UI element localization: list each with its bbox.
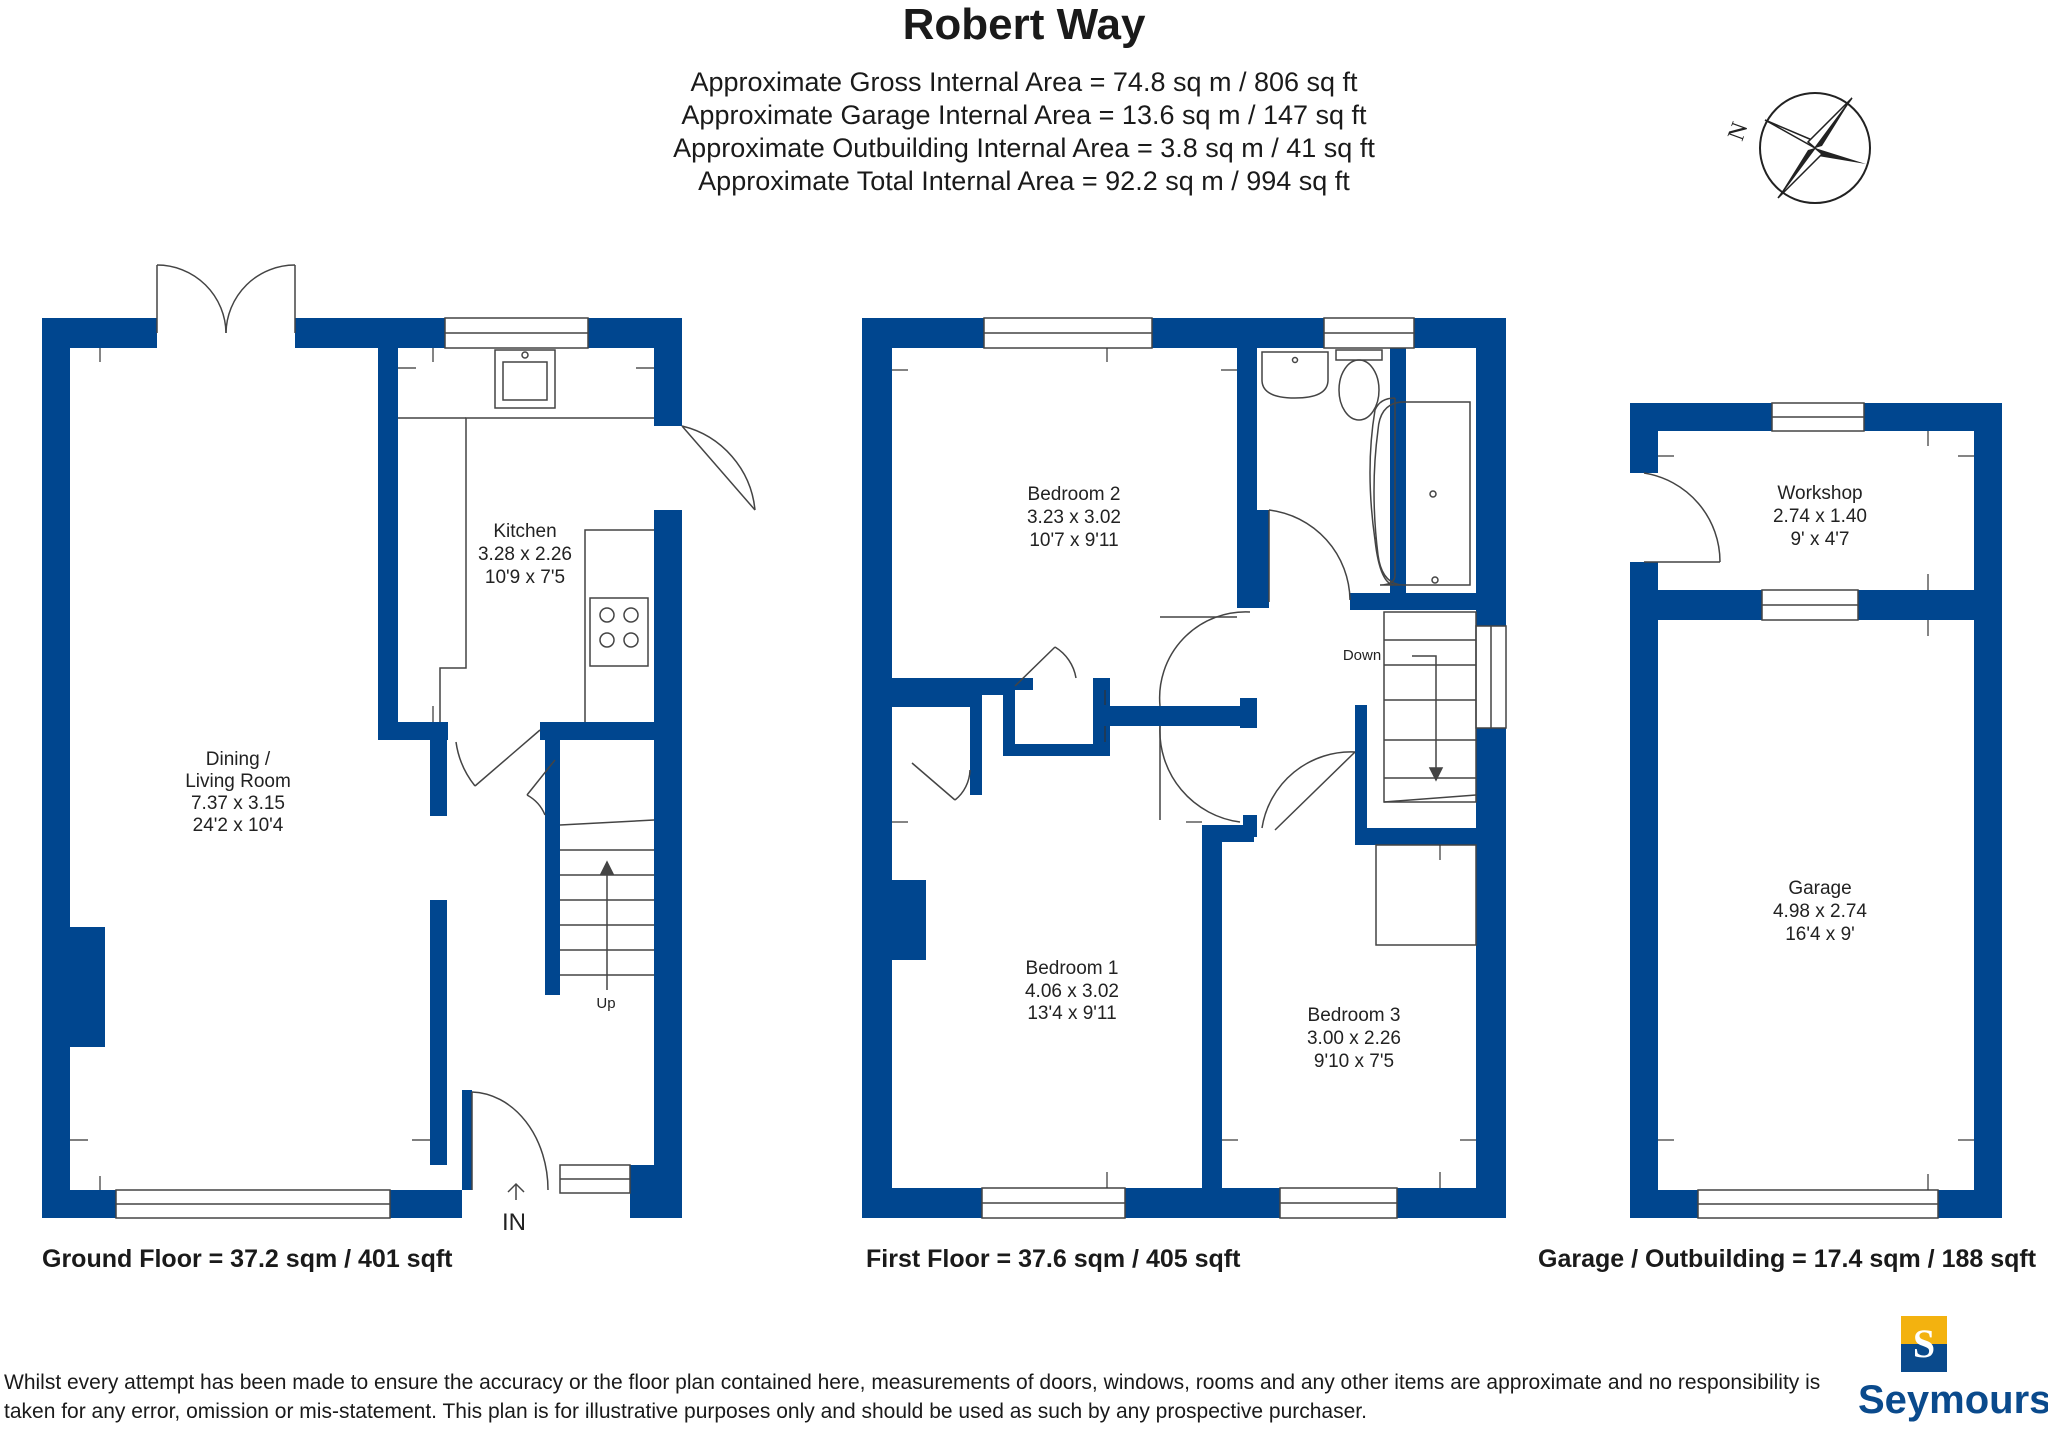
bedroom2-imperial: 10'7 x 9'11 bbox=[1029, 530, 1118, 551]
ground-floor-fixtures bbox=[115, 264, 756, 1219]
bedroom2-name: Bedroom 2 bbox=[1028, 484, 1121, 505]
workshop-name: Workshop bbox=[1777, 483, 1862, 504]
gf-wall-right-upper bbox=[654, 318, 682, 426]
kitchen-metric: 3.28 x 2.26 bbox=[478, 544, 572, 565]
first-floor-dimension-ticks bbox=[892, 348, 1476, 1188]
gf-wall-bottom-left bbox=[42, 1190, 116, 1218]
ff-wall-bed1-cupboard-right bbox=[970, 695, 982, 795]
kitchen-name: Kitchen bbox=[493, 521, 556, 542]
bedroom3-name: Bedroom 3 bbox=[1308, 1005, 1401, 1026]
ff-chimney-breast bbox=[892, 880, 926, 960]
go-wall-left-lower bbox=[1630, 562, 1658, 1218]
ff-wall-bed2-bottom-left bbox=[892, 678, 1007, 695]
ff-wall-corridor-end bbox=[1240, 698, 1257, 728]
ff-wall-bottom-mid bbox=[1125, 1188, 1280, 1218]
total-area: Approximate Total Internal Area = 92.2 s… bbox=[698, 166, 1350, 196]
ground-floor-plan bbox=[42, 318, 682, 1218]
gf-wall-cupboard bbox=[545, 740, 560, 995]
gf-wall-hall-stub bbox=[462, 1090, 472, 1190]
gf-chimney-breast bbox=[70, 927, 105, 1047]
ff-wall-bottom-right bbox=[1397, 1188, 1506, 1218]
first-floor-plan bbox=[862, 318, 1506, 1218]
ff-wall-left bbox=[862, 318, 892, 1218]
ground-floor-dimension-ticks bbox=[70, 348, 654, 1190]
seymours-logo: S Seymours bbox=[1858, 1316, 2048, 1426]
seymours-logo-icon: S bbox=[1901, 1316, 1947, 1372]
ff-wall-bath-right bbox=[1390, 348, 1406, 593]
logo-letter: S bbox=[1912, 1321, 1936, 1366]
ff-wall-bed1-cupboard-top bbox=[892, 695, 982, 707]
gf-wall-dining-hall-lower bbox=[430, 900, 447, 1165]
ff-wall-stair-left bbox=[1355, 705, 1367, 830]
garage-dimension-ticks bbox=[1658, 431, 1974, 1190]
gross-area: Approximate Gross Internal Area = 74.8 s… bbox=[690, 67, 1358, 97]
first-floor-caption: First Floor = 37.6 sqm / 405 sqft bbox=[866, 1245, 1241, 1273]
workshop-imperial: 9' x 4'7 bbox=[1790, 529, 1849, 550]
ff-wall-cupboard-box-bottom bbox=[1003, 744, 1110, 756]
gf-wall-kitchen-bottom-left bbox=[378, 722, 448, 740]
logo-wordmark: Seymours bbox=[1858, 1378, 2048, 1422]
gf-wall-dining-kitchen bbox=[378, 348, 398, 733]
ff-wall-corridor bbox=[1110, 706, 1240, 726]
ff-wall-cupboard-box-right bbox=[1093, 678, 1110, 756]
kitchen-imperial: 10'9 x 7'5 bbox=[485, 567, 565, 588]
go-wall-right bbox=[1974, 403, 2002, 1218]
garage-plan bbox=[1630, 403, 2002, 1218]
first-floor-fixtures bbox=[911, 317, 1507, 1219]
garage-metric: 4.98 x 2.74 bbox=[1773, 901, 1867, 922]
gf-wall-kitchen-bottom-right bbox=[540, 722, 654, 740]
ff-wall-bed2-bath bbox=[1237, 348, 1257, 608]
gf-wall-bottom-mid bbox=[390, 1190, 462, 1218]
ff-wall-bed3-stub bbox=[1243, 815, 1257, 837]
dining-name-line2: Living Room bbox=[185, 771, 291, 792]
entrance-label: IN bbox=[502, 1209, 526, 1236]
workshop-metric: 2.74 x 1.40 bbox=[1773, 506, 1867, 527]
go-wall-bottom-left bbox=[1630, 1190, 1698, 1218]
compass-north-label: N bbox=[1723, 119, 1753, 144]
ff-wall-bath-bottom bbox=[1350, 593, 1476, 610]
gf-wall-dining-hall-upper bbox=[430, 740, 447, 816]
dining-name-line1: Dining / bbox=[206, 749, 271, 770]
ff-wall-bed1-bed3 bbox=[1202, 825, 1222, 1188]
ff-wall-bottom-left bbox=[862, 1188, 982, 1218]
bedroom2-metric: 3.23 x 3.02 bbox=[1027, 507, 1121, 528]
gf-wall-top-mid bbox=[295, 318, 445, 348]
property-title: Robert Way bbox=[902, 0, 1146, 49]
go-wall-mid-right bbox=[1858, 590, 2002, 620]
ff-wall-bed3-top-left bbox=[1202, 825, 1254, 842]
ff-wall-cupboard-box-left bbox=[1003, 678, 1015, 756]
area-summary: Approximate Gross Internal Area = 74.8 s… bbox=[0, 66, 2048, 198]
gf-wall-right-lower bbox=[654, 510, 682, 1218]
garage-area: Approximate Garage Internal Area = 13.6 … bbox=[681, 100, 1367, 130]
bedroom1-metric: 4.06 x 3.02 bbox=[1025, 981, 1119, 1002]
gf-wall-left bbox=[42, 318, 70, 1218]
gf-stairs-up-label: Up bbox=[596, 995, 615, 1012]
bedroom1-imperial: 13'4 x 9'11 bbox=[1027, 1003, 1116, 1024]
compass-icon: N bbox=[1723, 92, 1871, 204]
ff-wall-right-upper bbox=[1476, 318, 1506, 626]
disclaimer-text: Whilst every attempt has been made to en… bbox=[4, 1371, 1821, 1423]
go-wall-left-upper bbox=[1630, 403, 1658, 473]
ff-wall-top-mid bbox=[1152, 318, 1324, 348]
bedroom3-metric: 3.00 x 2.26 bbox=[1307, 1028, 1401, 1049]
garage-caption: Garage / Outbuilding = 17.4 sqm / 188 sq… bbox=[1538, 1245, 2037, 1273]
ff-wall-bed3-top-right bbox=[1355, 828, 1476, 845]
ff-wall-right-lower bbox=[1476, 728, 1506, 1218]
garage-name: Garage bbox=[1788, 878, 1851, 899]
bedroom3-imperial: 9'10 x 7'5 bbox=[1314, 1051, 1394, 1072]
ff-wall-bath-stub bbox=[1257, 510, 1269, 608]
bedroom1-name: Bedroom 1 bbox=[1026, 958, 1119, 979]
outbuilding-area: Approximate Outbuilding Internal Area = … bbox=[673, 133, 1375, 163]
go-wall-bottom-right bbox=[1938, 1190, 2002, 1218]
garage-imperial: 16'4 x 9' bbox=[1785, 924, 1855, 945]
garage-fixtures bbox=[1643, 402, 1939, 1219]
dining-metric: 7.37 x 3.15 bbox=[191, 793, 285, 814]
ff-stairs-down-label: Down bbox=[1343, 647, 1381, 664]
ground-floor-caption: Ground Floor = 37.2 sqm / 401 sqft bbox=[42, 1245, 453, 1273]
dining-imperial: 24'2 x 10'4 bbox=[193, 815, 284, 836]
go-wall-mid-left bbox=[1630, 590, 1762, 620]
